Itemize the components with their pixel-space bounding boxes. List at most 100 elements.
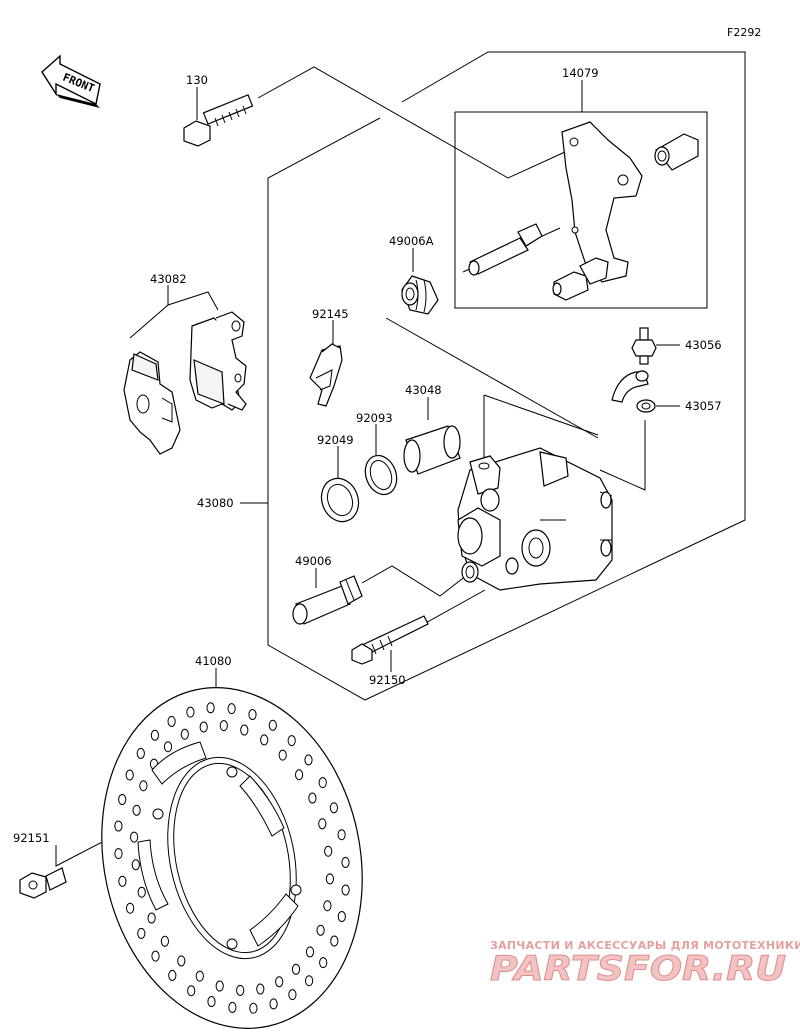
boot-49006a: [401, 275, 439, 315]
pad-spring-92145: [309, 343, 343, 407]
disc-hole: [325, 873, 334, 885]
disc-hole: [329, 802, 338, 814]
disc-hole: [118, 875, 127, 887]
disc-hole: [248, 709, 257, 720]
disc-hole: [150, 729, 159, 741]
bracket-assembly-box: [454, 111, 708, 309]
disc-hole: [341, 856, 350, 868]
disc-hole: [305, 946, 315, 958]
bracket-14079: [552, 121, 699, 301]
label-43082: 43082: [150, 272, 187, 286]
disc-hole: [199, 721, 208, 733]
disc-hole: [268, 719, 277, 731]
disc-hole: [316, 924, 325, 936]
caliper-body: [457, 447, 613, 591]
disc-hole: [207, 996, 216, 1007]
disc-hole: [305, 975, 314, 987]
disc-hole: [147, 912, 156, 924]
disc-hole: [114, 848, 123, 860]
disc-hole: [151, 950, 160, 962]
disc-hole: [330, 935, 339, 947]
disc-hole: [260, 734, 269, 746]
label-14079: 14079: [562, 66, 599, 80]
disc-hole: [318, 818, 327, 830]
disc-hole: [139, 780, 148, 792]
seal-92049: [320, 477, 360, 523]
bolt-130: [183, 94, 254, 147]
caliper-assembly-outline: [267, 51, 746, 701]
disc-hole: [319, 957, 328, 969]
figure-id: F2292: [727, 26, 761, 39]
disc-hole: [163, 741, 173, 753]
front-arrow-icon: FRONT: [41, 54, 101, 108]
label-130: 130: [186, 73, 208, 87]
label-41080: 41080: [195, 654, 232, 668]
disc-hole: [269, 998, 278, 1010]
cap-43057: [611, 370, 656, 413]
disc-hole: [287, 735, 296, 747]
label-49006a: 49006A: [389, 234, 434, 248]
label-43048: 43048: [405, 383, 442, 397]
disc-hole: [308, 792, 317, 804]
disc-hole: [132, 804, 141, 816]
bolt-92151: [19, 867, 67, 899]
watermark: ЗАПЧАСТИ И АКСЕССУАРЫ ДЛЯ МОТОТЕХНИКИ PA…: [490, 939, 800, 990]
disc-hole: [304, 754, 313, 766]
label-49006: 49006: [295, 554, 332, 568]
disc-hole: [295, 769, 304, 781]
disc-hole: [195, 970, 204, 982]
slide-pin-49006: [292, 575, 363, 625]
brake-pad-outer: [123, 351, 181, 455]
disc-hole: [136, 747, 145, 759]
disc-hole: [114, 820, 123, 832]
label-92151: 92151: [13, 831, 50, 845]
disc-hole: [249, 1002, 258, 1014]
brake-pad-inner: [189, 311, 247, 411]
label-92093: 92093: [356, 411, 393, 425]
disc-hole: [318, 777, 327, 789]
disc-hole: [167, 715, 176, 727]
part-labels: 130 14079 49006A 43082 92145 43048 92093…: [13, 66, 722, 845]
seal-92093: [364, 454, 398, 496]
label-43057: 43057: [685, 399, 722, 413]
label-92145: 92145: [312, 307, 349, 321]
label-43056: 43056: [685, 338, 722, 352]
disc-hole: [118, 794, 127, 805]
watermark-brand: PARTSFOR.RU: [490, 949, 786, 989]
disc-hole: [291, 963, 301, 975]
disc-hole: [215, 980, 224, 992]
disc-hole: [126, 902, 135, 914]
disc-hole: [168, 969, 177, 981]
bleeder-43056: [631, 327, 657, 365]
disc-hole: [236, 984, 245, 996]
disc-hole: [206, 702, 215, 714]
disc-hole: [275, 976, 284, 988]
disc-hole: [125, 769, 134, 781]
disc-hole: [137, 927, 146, 939]
disc-hole: [228, 1001, 237, 1013]
piston-43048: [403, 425, 461, 475]
disc-hole: [131, 859, 140, 871]
label-92150: 92150: [369, 673, 406, 687]
label-92049: 92049: [317, 433, 354, 447]
watermark-tagline: ЗАПЧАСТИ И АКСЕССУАРЫ ДЛЯ МОТОТЕХНИКИ: [490, 939, 800, 952]
disc-hole: [337, 829, 346, 841]
disc-hole: [337, 911, 346, 922]
disc-hole: [187, 985, 196, 997]
disc-hole: [324, 845, 333, 857]
disc-hole: [160, 935, 169, 947]
disc-hole: [278, 749, 287, 761]
disc-hole: [256, 983, 265, 995]
disc-hole: [323, 900, 332, 912]
disc-hole: [219, 720, 228, 732]
disc-hole: [177, 955, 186, 967]
disc-hole: [137, 886, 146, 898]
disc-hole: [288, 989, 297, 1001]
label-43080: 43080: [197, 496, 234, 510]
brake-disc-41080: [101, 687, 363, 1029]
disc-hole: [180, 728, 189, 740]
disc-hole: [130, 831, 139, 843]
disc-hole: [227, 703, 236, 715]
disc-hole: [341, 884, 350, 896]
